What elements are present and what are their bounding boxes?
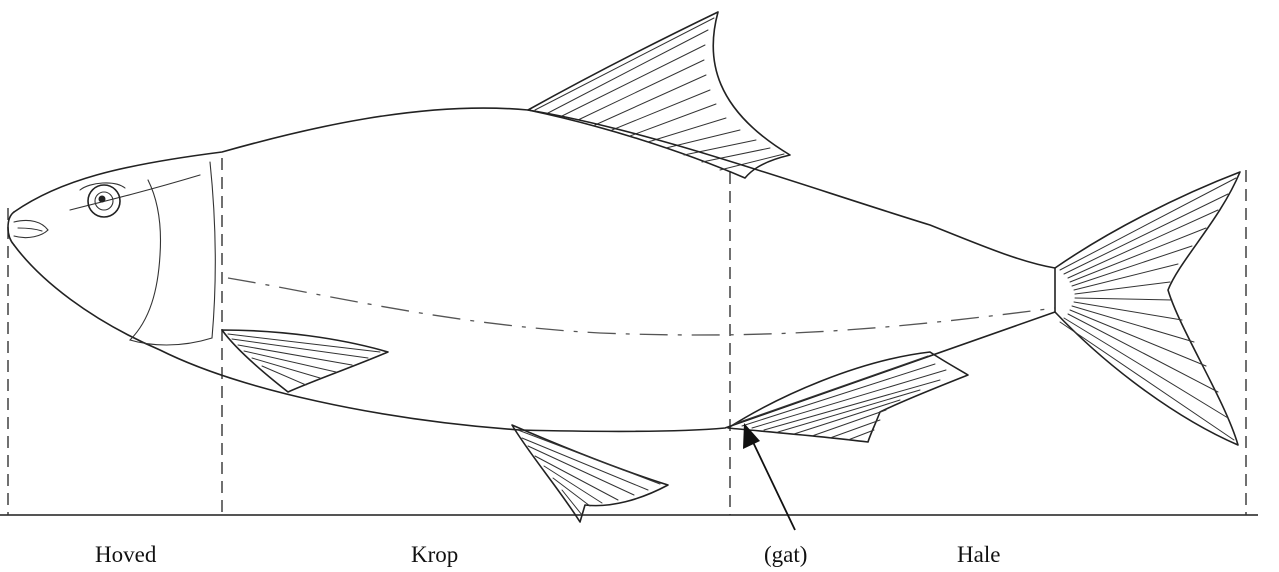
pelvic-fin xyxy=(512,425,668,522)
label-tail: Hale xyxy=(957,542,1000,567)
label-vent: (gat) xyxy=(764,542,807,567)
lateral-line xyxy=(228,278,1055,335)
caudal-fin xyxy=(1055,172,1240,445)
anal-fin xyxy=(728,352,968,442)
fish-body xyxy=(8,108,1055,431)
dorsal-fin xyxy=(528,12,790,178)
label-head: Hoved xyxy=(95,542,157,567)
label-body: Krop xyxy=(411,542,458,567)
vent-arrow xyxy=(743,423,795,530)
